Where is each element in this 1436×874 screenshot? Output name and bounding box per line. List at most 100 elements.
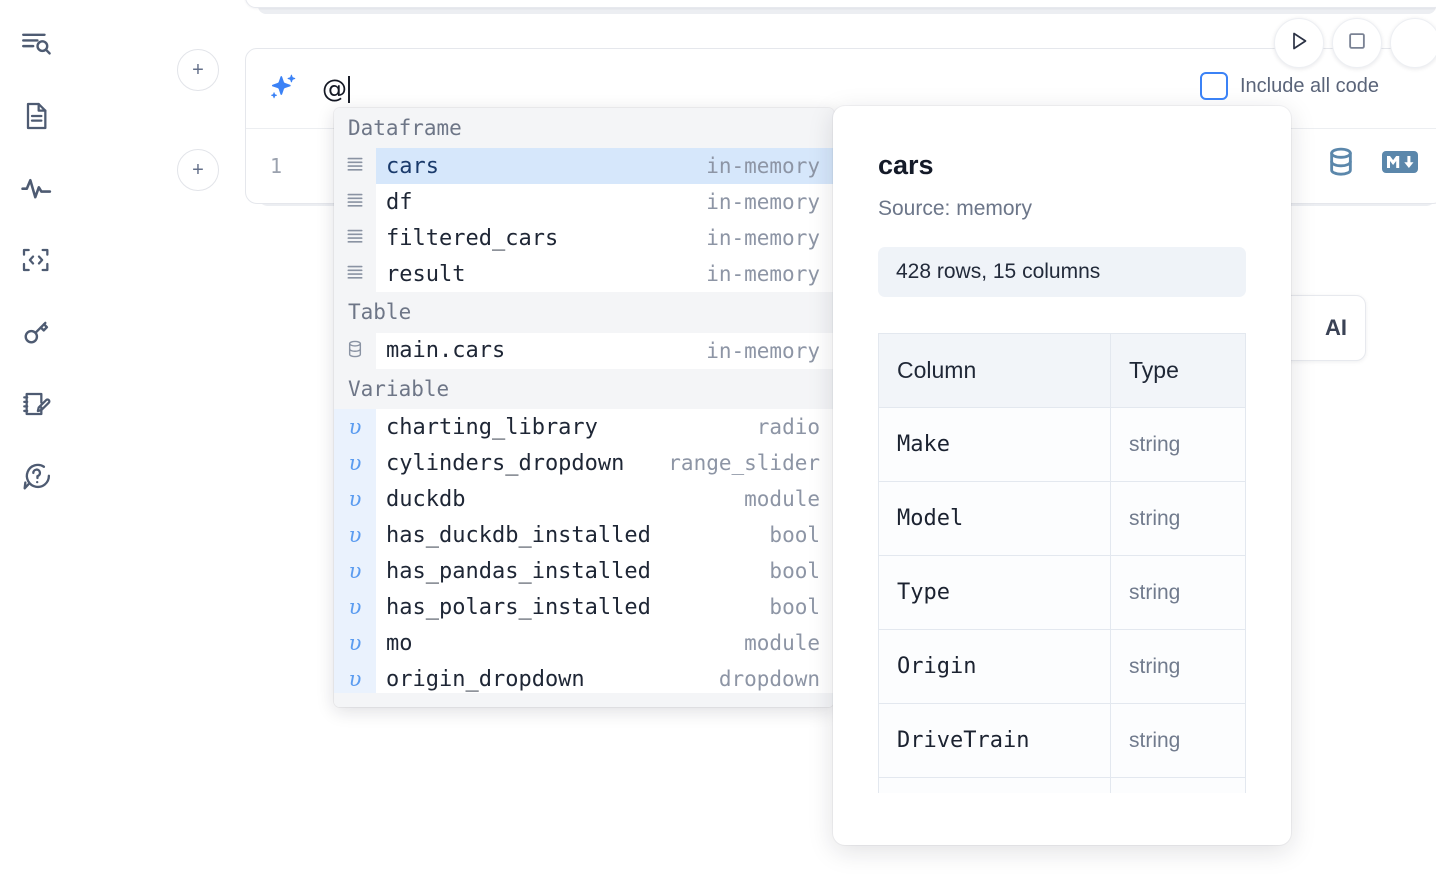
autocomplete-item-type: module — [744, 487, 820, 512]
run-controls — [1274, 18, 1436, 68]
autocomplete-item[interactable]: υ has_polars_installed bool — [334, 589, 834, 626]
autocomplete-item-name: mo — [386, 630, 413, 656]
autocomplete-item-body: charting_library radio — [376, 409, 834, 445]
sidebar-item-help[interactable] — [10, 450, 62, 502]
autocomplete-item-body: has_pandas_installed bool — [376, 553, 834, 589]
line-number: 1 — [270, 154, 283, 178]
autocomplete-item-name: charting_library — [386, 414, 598, 440]
autocomplete-item-type: range_slider — [668, 451, 820, 476]
doc-column-type: string — [1110, 629, 1246, 704]
autocomplete-item-body: mo module — [376, 625, 834, 661]
database-icon[interactable] — [1324, 145, 1358, 184]
run-button[interactable] — [1274, 18, 1324, 68]
autocomplete-item-body: has_polars_installed bool — [376, 589, 834, 625]
stop-square-icon — [1346, 30, 1368, 57]
autocomplete-item-type: bool — [769, 559, 820, 584]
autocomplete-item[interactable]: υ charting_library radio — [334, 409, 834, 446]
variable-icon: υ — [348, 415, 362, 440]
sidebar-item-snippets[interactable] — [10, 234, 62, 286]
autocomplete-item-type: bool — [769, 595, 820, 620]
play-icon — [1287, 29, 1311, 58]
autocomplete-item-type: module — [744, 631, 820, 656]
left-icon-rail — [0, 0, 72, 874]
doc-shape-badge: 428 rows, 15 columns — [878, 247, 1246, 297]
more-actions-button[interactable] — [1390, 18, 1436, 68]
doc-column-type: string — [1110, 407, 1246, 482]
autocomplete-item-gutter — [334, 148, 376, 185]
code-editor-row[interactable]: 1 — [246, 129, 1436, 203]
cell-above[interactable] — [245, 0, 1436, 8]
add-cell-button-bottom[interactable]: + — [177, 149, 219, 191]
autocomplete-item-name: main.cars — [386, 338, 506, 364]
code-snippet-icon — [20, 244, 52, 276]
ai-prompt-input[interactable]: @ — [322, 74, 350, 103]
sidebar-item-document[interactable] — [10, 90, 62, 142]
stop-button[interactable] — [1332, 18, 1382, 68]
autocomplete-item-body: origin_dropdown dropdown — [376, 661, 834, 697]
include-all-code-checkbox[interactable] — [1200, 72, 1228, 100]
sidebar-item-secrets[interactable] — [10, 306, 62, 358]
autocomplete-item-type: in-memory — [706, 154, 820, 179]
plus-icon: + — [192, 159, 204, 181]
variable-icon: υ — [348, 487, 362, 512]
autocomplete-item-name: result — [386, 261, 466, 287]
dataframe-icon — [345, 226, 365, 250]
autocomplete-item-gutter: υ — [334, 409, 376, 446]
variable-icon: υ — [348, 595, 362, 620]
cell-above-shadow — [258, 6, 1436, 14]
autocomplete-item-body: cylinders_dropdown range_slider — [376, 445, 834, 481]
autocomplete-item-type: radio — [756, 415, 820, 440]
markdown-icon[interactable] — [1382, 149, 1418, 180]
sidebar-item-outline-search[interactable] — [10, 18, 62, 70]
autocomplete-item-type: in-memory — [706, 190, 820, 215]
autocomplete-item-gutter — [334, 220, 376, 257]
autocomplete-item-name: origin_dropdown — [386, 666, 585, 692]
include-all-code-row[interactable]: Include all code — [1200, 72, 1379, 100]
autocomplete-item-name: has_duckdb_installed — [386, 522, 651, 548]
plus-icon: + — [192, 59, 204, 81]
generate-with-ai-label: AI — [1325, 315, 1347, 340]
sidebar-item-scratchpad[interactable] — [10, 378, 62, 430]
autocomplete-item-type: dropdown — [718, 667, 820, 692]
doc-column-name: DriveTrain — [878, 703, 1111, 778]
doc-column-name: Model — [878, 481, 1111, 556]
add-cell-button-top[interactable]: + — [177, 49, 219, 91]
doc-column-type: string — [1110, 481, 1246, 556]
autocomplete-item-gutter: υ — [334, 517, 376, 554]
sidebar-item-activity[interactable] — [10, 162, 62, 214]
doc-column-name: Type — [878, 555, 1111, 630]
autocomplete-item-name: has_polars_installed — [386, 594, 651, 620]
autocomplete-item-name: cylinders_dropdown — [386, 450, 625, 476]
document-icon — [20, 100, 52, 132]
outline-search-icon — [19, 27, 53, 61]
key-icon — [20, 316, 52, 348]
autocomplete-item-name: has_pandas_installed — [386, 558, 651, 584]
doc-title: cars — [878, 150, 934, 180]
autocomplete-item-gutter: υ — [334, 589, 376, 626]
autocomplete-item-gutter — [334, 184, 376, 221]
